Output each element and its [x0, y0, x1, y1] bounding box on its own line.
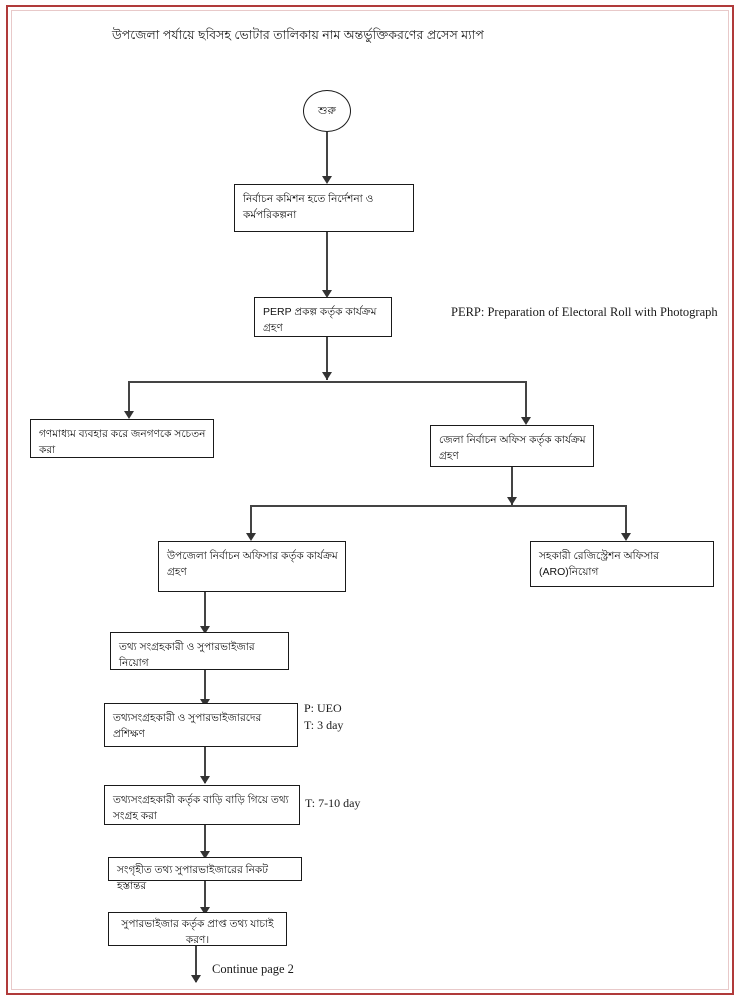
arrowhead-n3b-to-bus2: [507, 497, 517, 505]
arrowhead-start-to-n1: [322, 176, 332, 184]
connector-n9-to-continue: [195, 946, 197, 982]
connector-n6-to-n7: [204, 747, 206, 783]
connector-n7-to-n8: [204, 825, 206, 858]
connector-start-to-n1: [326, 132, 328, 180]
node-aro-appointment: সহকারী রেজিস্ট্রেশন অফিসার (ARO)নিয়োগ: [530, 541, 714, 587]
connector-n4a-to-n5: [204, 592, 206, 632]
arrowhead-n4a-to-n5: [200, 626, 210, 634]
connector-bus2-left-drop: [250, 505, 252, 539]
arrowhead-n1-to-n2: [322, 290, 332, 298]
node-perp-project: PERP প্রকল্প কর্তৃক কার্যক্রম গ্রহণ: [254, 297, 392, 337]
page-title: উপজেলা পর্যায়ে ছবিসহ ভোটার তালিকায় নাম…: [112, 28, 484, 42]
arrowhead-n8-to-n9: [200, 907, 210, 915]
node-upazila-election-officer: উপজেলা নির্বাচন অফিসার কর্তৃক কার্যক্রম …: [158, 541, 346, 592]
node-supervisor-verification: সুপারভাইজার কর্তৃক প্রাপ্ত তথ্য যাচাই কর…: [108, 912, 287, 946]
arrowhead-bus2-to-n4b: [621, 533, 631, 541]
arrowhead-n2-to-bus1: [322, 372, 332, 380]
connector-n5-to-n6: [204, 670, 206, 706]
node-appoint-data-collectors: তথ্য সংগ্রহকারী ও সুপারভাইজার নিয়োগ: [110, 632, 289, 670]
start-node-label: শুরু: [318, 104, 336, 117]
connector-bus1-right-drop: [525, 381, 527, 421]
bus-split-1: [128, 381, 527, 383]
annotation-t-7-10-day: T: 7-10 day: [305, 796, 361, 810]
connector-n2-to-bus1: [326, 337, 328, 380]
arrowhead-bus1-to-n3b: [521, 417, 531, 425]
bus-split-2: [250, 505, 627, 507]
page-outer-border: [6, 5, 734, 995]
node-district-election-office: জেলা নির্বাচন অফিস কর্তৃক কার্যক্রম গ্রহ…: [430, 425, 594, 467]
arrowhead-n9-to-continue: [191, 975, 201, 983]
arrowhead-bus1-to-n3a: [124, 411, 134, 419]
connector-bus1-left-drop: [128, 381, 130, 415]
node-house-to-house-collection: তথ্যসংগ্রহকারী কর্তৃক বাড়ি বাড়ি গিয়ে …: [104, 785, 300, 825]
node-handover-to-supervisor: সংগৃহীত তথ্য সুপারভাইজারের নিকট হস্তান্ত…: [108, 857, 302, 892]
connector-bus2-right-drop: [625, 505, 627, 539]
node-ec-directive: নির্বাচন কমিশন হতে নির্দেশনা ও কর্মপরিকল…: [234, 184, 414, 232]
annotation-continue-page-2: Continue page 2: [212, 962, 294, 976]
node-training-data-collectors: তথ্যসংগ্রহকারী ও সুপারভাইজারদের প্রশিক্ষ…: [104, 703, 298, 747]
arrowhead-n6-to-n7: [200, 776, 210, 784]
arrowhead-bus2-to-n4a: [246, 533, 256, 541]
connector-n1-to-n2: [326, 232, 328, 294]
page-inner-border: [11, 10, 729, 990]
connector-n8-to-n9: [204, 881, 206, 914]
annotation-perp-legend: PERP: Preparation of Electoral Roll with…: [451, 305, 718, 319]
arrowhead-n7-to-n8: [200, 851, 210, 859]
start-node: শুরু: [303, 90, 351, 132]
node-mass-media-awareness: গণমাধ্যম ব্যবহার করে জনগণকে সচেতন করা: [30, 419, 214, 458]
annotation-p-ueo-t-3day: P: UEO T: 3 day: [304, 701, 344, 733]
connector-n3b-to-bus2: [511, 467, 513, 505]
